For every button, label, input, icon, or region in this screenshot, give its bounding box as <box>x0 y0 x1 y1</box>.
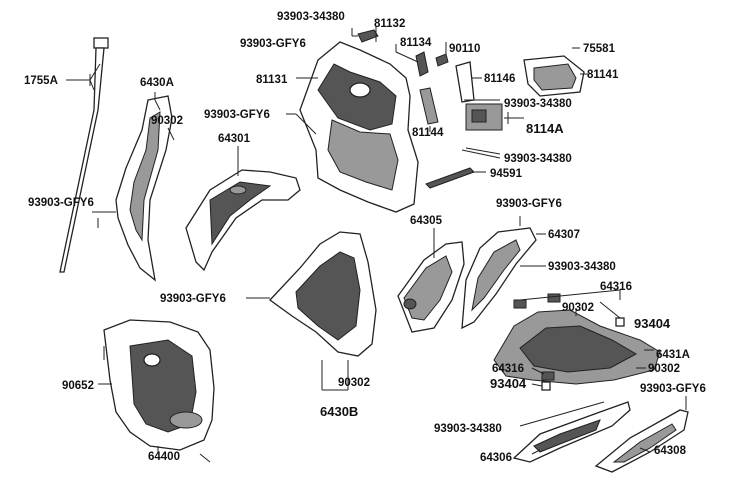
label-81141: 81141 <box>587 69 619 81</box>
part-94591-cable <box>425 167 475 189</box>
part-93903-34380-rod <box>461 149 501 159</box>
label-81146: 81146 <box>484 73 515 85</box>
label-64316: 64316 <box>600 281 632 293</box>
label-93903-34380: 93903-34380 <box>548 261 616 273</box>
label-90302: 90302 <box>151 115 183 127</box>
part-81134-clip <box>415 51 429 77</box>
label-64307: 64307 <box>548 229 580 241</box>
part-81146-hook <box>455 61 475 103</box>
label-64316: 64316 <box>492 363 524 375</box>
part-81132-bracket <box>357 29 379 43</box>
label-93903-gfy6: 93903-GFY6 <box>640 383 706 395</box>
label-93903-34380: 93903-34380 <box>504 98 572 110</box>
label-64301: 64301 <box>218 133 251 145</box>
part-81141-grille <box>523 55 585 97</box>
part-1755a-dipstick <box>59 37 109 273</box>
label-93903-gfy6: 93903-GFY6 <box>204 109 270 121</box>
label-1755a: 1755A <box>24 75 58 87</box>
label-93903-gfy6: 93903-GFY6 <box>496 198 562 210</box>
label-90110: 90110 <box>449 43 480 55</box>
label-93903-gfy6: 93903-GFY6 <box>28 197 94 209</box>
part-6430b-center-panel <box>269 231 377 357</box>
label-6430b: 6430B <box>320 404 358 419</box>
label-90302: 90302 <box>338 377 370 389</box>
part-6431a-floorboard <box>493 309 661 385</box>
part-64306-trim <box>512 401 631 463</box>
part-64400-leg-shield <box>103 319 215 451</box>
label-93903-34380: 93903-34380 <box>277 11 345 23</box>
label-64306: 64306 <box>480 452 512 464</box>
label-94591: 94591 <box>490 168 523 180</box>
part-64308-trim <box>594 409 689 473</box>
label-81131: 81131 <box>256 74 288 86</box>
part-93404-bolt-top <box>615 317 625 327</box>
part-8114a-latch <box>465 103 503 131</box>
label-6431a: 6431A <box>656 349 690 361</box>
label-93903-34380: 93903-34380 <box>504 153 572 165</box>
label-93903-gfy6: 93903-GFY6 <box>160 293 226 305</box>
label-8114a: 8114A <box>526 121 564 136</box>
label-75581: 75581 <box>583 43 616 55</box>
part-64307-side-cover <box>461 227 537 330</box>
part-90110-screw <box>435 53 449 67</box>
part-64316-rubber-top <box>513 293 561 309</box>
label-81132: 81132 <box>374 18 405 30</box>
label-93903-34380: 93903-34380 <box>434 423 502 435</box>
label-64400: 64400 <box>148 451 180 463</box>
part-6430a-left-panel <box>115 95 173 282</box>
part-81144-spring <box>419 87 439 125</box>
label-93404: 93404 <box>634 316 671 331</box>
label-64308: 64308 <box>654 445 687 457</box>
label-81134: 81134 <box>400 37 432 49</box>
label-93903-gfy6: 93903-GFY6 <box>240 38 306 50</box>
part-64305-inner-cover <box>397 241 465 333</box>
label-90302: 90302 <box>648 363 680 375</box>
label-93404: 93404 <box>490 376 527 391</box>
label-6430a: 6430A <box>140 77 174 89</box>
part-64301-front-panel <box>185 169 301 272</box>
part-93404-bolt-bottom <box>541 381 551 391</box>
label-90652: 90652 <box>62 380 94 392</box>
part-64316-rubber-bottom <box>541 371 555 381</box>
label-64305: 64305 <box>410 215 443 227</box>
label-81144: 81144 <box>412 127 444 139</box>
label-90302: 90302 <box>562 302 594 314</box>
part-81131-inner-cowl <box>299 41 419 213</box>
